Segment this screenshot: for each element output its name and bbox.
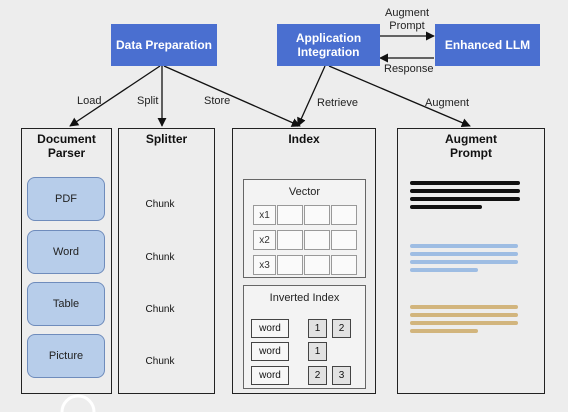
- inverted-index-title: Inverted Index: [269, 292, 340, 304]
- vector-cell: [331, 255, 357, 275]
- picture-item: Picture: [27, 334, 105, 378]
- vector-title: Vector: [288, 186, 321, 198]
- posting-box: 2: [308, 366, 327, 385]
- chunk-label: Chunk: [145, 252, 175, 263]
- pdf-item: PDF: [27, 177, 105, 221]
- vector-row-label: x3: [253, 255, 276, 275]
- vector-cell: [277, 255, 303, 275]
- posting-box: 2: [332, 319, 351, 338]
- data-preparation-box: Data Preparation: [111, 24, 217, 66]
- posting-box: 1: [308, 342, 327, 361]
- application-integration-box: Application Integration: [277, 24, 380, 66]
- vector-cell: [304, 205, 330, 225]
- load-arrow: [69, 65, 161, 127]
- augment-edge-label: Augment: [425, 97, 470, 109]
- vector-cell: [304, 255, 330, 275]
- store-edge-label: Store: [204, 95, 231, 107]
- index-title: Index: [288, 132, 320, 146]
- store-arrow: [163, 65, 301, 127]
- vector-cell: [277, 205, 303, 225]
- augment-prompt-title: Augment Prompt: [445, 132, 497, 160]
- vector-cell: [277, 230, 303, 250]
- augment-prompt-edge-label: Augment Prompt: [384, 7, 430, 32]
- vector-cell: [331, 205, 357, 225]
- partial-circle-icon: [60, 394, 96, 412]
- posting-box: 3: [332, 366, 351, 385]
- load-edge-label: Load: [77, 95, 102, 107]
- word-box: word: [251, 366, 289, 385]
- vector-cell: [304, 230, 330, 250]
- table-item: Table: [27, 282, 105, 326]
- enhanced-llm-box: Enhanced LLM: [435, 24, 540, 66]
- vector-row-label: x2: [253, 230, 276, 250]
- response-edge-label: Response: [384, 63, 434, 75]
- retrieve-arrow: [297, 65, 326, 127]
- word-box: word: [251, 319, 289, 338]
- vector-cell: [331, 230, 357, 250]
- posting-box: 1: [308, 319, 327, 338]
- word-item: Word: [27, 230, 105, 274]
- splitter-panel: [118, 128, 215, 394]
- retrieve-edge-label: Retrieve: [317, 97, 358, 109]
- splitter-title: Splitter: [145, 132, 188, 146]
- chunk-label: Chunk: [145, 356, 175, 367]
- vector-row-label: x1: [253, 205, 276, 225]
- split-edge-label: Split: [137, 95, 159, 107]
- word-box: word: [251, 342, 289, 361]
- augment-arrow: [328, 65, 471, 127]
- chunk-label: Chunk: [145, 304, 175, 315]
- document-parser-title: Document Parser: [37, 132, 96, 160]
- chunk-label: Chunk: [145, 199, 175, 210]
